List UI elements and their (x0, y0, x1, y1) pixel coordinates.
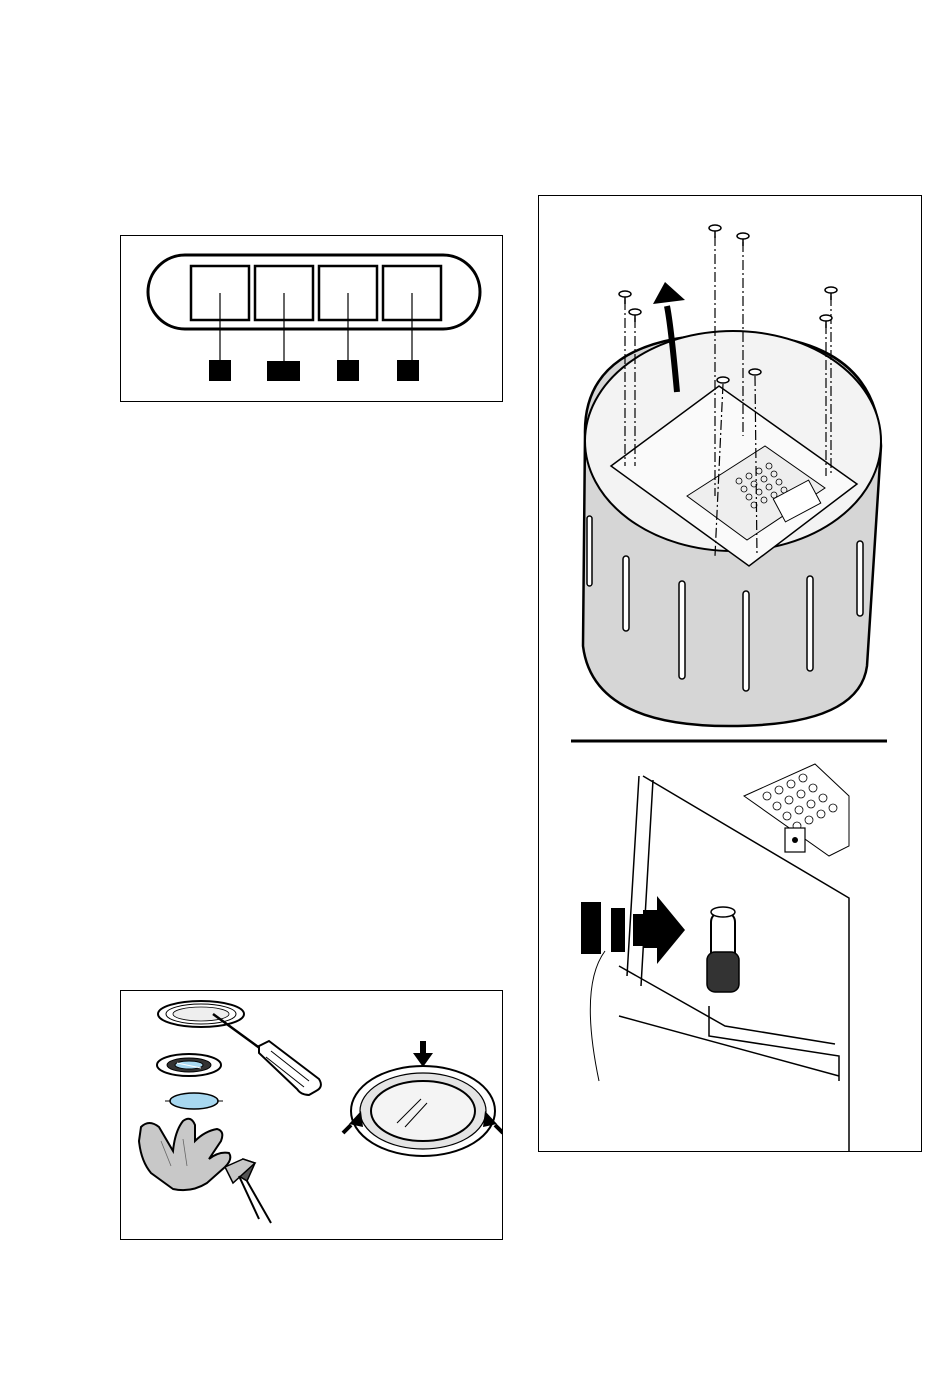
glove-icon (139, 1119, 271, 1223)
hood-installation-diagram (539, 196, 921, 1151)
lamp-ring-icon (158, 1001, 244, 1027)
screwdriver-icon (213, 1014, 321, 1095)
hood-cylinder (583, 331, 881, 726)
glass-cover-icon (165, 1093, 223, 1109)
lamp-replacement-diagram (121, 991, 502, 1239)
callout-marker-2 (267, 361, 300, 381)
callout-marker-1 (209, 360, 231, 381)
lamp-holder-icon (157, 1054, 221, 1076)
push-arrow-icon (581, 896, 685, 964)
lamp-fitted-icon (351, 1066, 495, 1156)
lamp-replacement-figure (120, 990, 503, 1240)
hood-installation-figure (538, 195, 922, 1152)
control-panel-figure (120, 235, 503, 402)
control-panel-diagram (121, 236, 502, 401)
callout-marker-4 (397, 360, 419, 381)
filter-detail (590, 764, 849, 1151)
callout-marker-3 (337, 360, 359, 381)
